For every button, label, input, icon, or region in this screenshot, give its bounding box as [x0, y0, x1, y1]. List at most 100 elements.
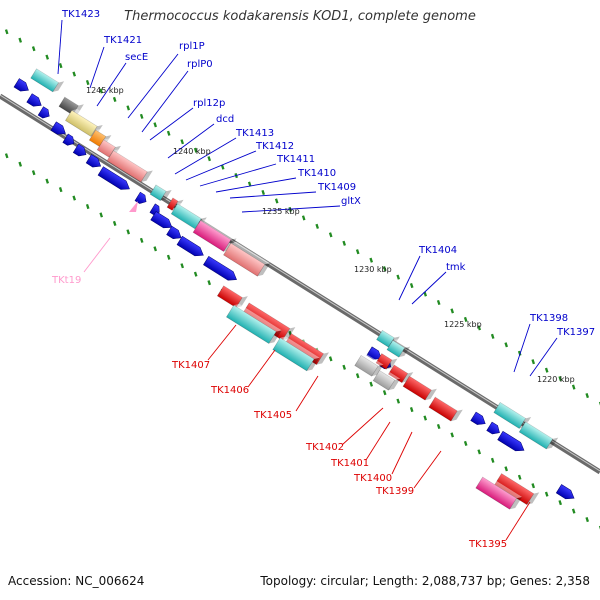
tick-mark: [504, 466, 508, 472]
arrow-14-shape: [366, 346, 382, 360]
feature-tk1402r-body: [375, 353, 393, 370]
gene-label: TK1423: [61, 9, 100, 20]
feature-tk1413-top: [177, 202, 207, 219]
feature-small-cyan-body: [149, 184, 167, 202]
tick-mark: [450, 308, 454, 314]
feature-tk1404-body: [376, 329, 395, 348]
arrow-14: [366, 346, 382, 360]
tick-mark: [31, 46, 36, 52]
tick-mark: [139, 113, 144, 119]
feature-tk1405r-top: [291, 332, 330, 354]
tick-mark: [544, 367, 549, 373]
tick-mark: [355, 249, 360, 255]
tick-mark: [58, 187, 63, 193]
arrow-8: [134, 191, 147, 204]
tick-mark: [531, 359, 535, 365]
tick-mark: [31, 170, 36, 176]
feature-tk1397: [518, 420, 559, 450]
feature-tk1411-top: [200, 219, 237, 240]
feature-red-a-side: [235, 296, 248, 308]
feature-tk1399r-body: [428, 396, 458, 422]
arrow-6-shape: [85, 154, 102, 168]
gene-label: TK1402: [305, 442, 344, 453]
feature-orange-top: [95, 128, 112, 137]
scale-label: 1240 kbp: [173, 147, 211, 156]
feature-dark-body: [58, 96, 79, 116]
gene-label: TK1395: [468, 539, 507, 550]
leader-line-6: [167, 123, 215, 159]
genome-summary: Topology: circular; Length: 2,088,737 bp…: [260, 574, 590, 588]
feature-gltx-top: [230, 241, 271, 265]
gene-label: rplP0: [187, 59, 213, 70]
feature-rpl1p-body: [96, 139, 116, 158]
accession-label: Accession: NC_006624: [8, 574, 145, 588]
tick-mark: [139, 237, 144, 243]
feature-red-b-top: [501, 472, 540, 494]
feature-tk1423-side: [52, 81, 65, 92]
tick-mark: [207, 280, 211, 286]
feature-tk1401-body: [372, 370, 396, 391]
tick-mark: [342, 364, 346, 370]
tick-mark: [369, 381, 373, 387]
tick-mark: [220, 164, 225, 170]
leader-line-8: [185, 150, 257, 181]
tick-mark: [18, 161, 22, 167]
feature-tk1402r: [375, 352, 398, 370]
feature-tk1413: [170, 202, 207, 230]
arrow-10-shape: [150, 211, 173, 229]
tick-mark: [355, 373, 360, 379]
feature-tk1401: [372, 369, 401, 391]
scale-label: 1230 kbp: [354, 265, 392, 274]
tick-mark: [247, 181, 252, 187]
feature-tk1399r: [428, 395, 463, 422]
tick-mark: [328, 356, 333, 362]
tick-mark: [558, 376, 562, 382]
tick-mark: [166, 254, 171, 260]
gene-label: gltX: [341, 196, 361, 207]
arrow-13: [203, 255, 237, 281]
feature-tk1395-side: [509, 496, 523, 510]
feature-tk1404-top: [382, 329, 400, 338]
feature-red-a: [216, 284, 248, 309]
feature-tk1405: [272, 336, 320, 372]
gene-label: TK1404: [418, 245, 457, 256]
feature-tk1406: [226, 303, 282, 344]
feature-gltx-side: [257, 263, 271, 277]
feature-gltx-body: [223, 242, 266, 277]
gene-label: TK1407: [171, 360, 210, 371]
gene-label: TKt19: [51, 275, 81, 286]
tick-mark: [504, 342, 508, 348]
scale-label: 1245 kbp: [86, 86, 124, 95]
feature-yellow-body: [65, 109, 98, 137]
tick-mark: [58, 63, 63, 69]
tick-mark: [72, 195, 76, 201]
tick-mark: [4, 153, 9, 159]
gene-label: TK1397: [556, 327, 595, 338]
feature-red-small-body: [166, 197, 179, 211]
gene-label: tmk: [446, 262, 466, 273]
feature-tk1400r-body: [402, 375, 432, 401]
gene-label: dcd: [216, 114, 234, 125]
feature-tk1405-top: [280, 336, 320, 359]
feature-tk1402-side: [371, 364, 384, 377]
gene-label: TK1412: [255, 141, 294, 152]
leader-line-0: [57, 19, 63, 75]
tick-mark: [342, 240, 346, 246]
leader-line-1: [89, 46, 105, 89]
arrow-0-shape: [13, 78, 29, 92]
leader-line-13: [398, 255, 421, 301]
tick-mark: [207, 156, 211, 162]
feature-red-a-top: [223, 284, 248, 298]
tick-mark: [315, 223, 319, 229]
tick-mark: [112, 96, 117, 102]
gene-label: TK1399: [375, 486, 414, 497]
gene-label: rpl12p: [193, 98, 225, 109]
feature-tmk-body: [386, 339, 406, 358]
feature-dark-top: [64, 95, 84, 106]
label-leader-lines: [57, 19, 558, 541]
feature-tk1401-side: [388, 378, 401, 391]
tick-mark: [463, 316, 468, 322]
feature-tk1401r: [387, 363, 414, 384]
feature-red-b-side: [526, 492, 540, 505]
